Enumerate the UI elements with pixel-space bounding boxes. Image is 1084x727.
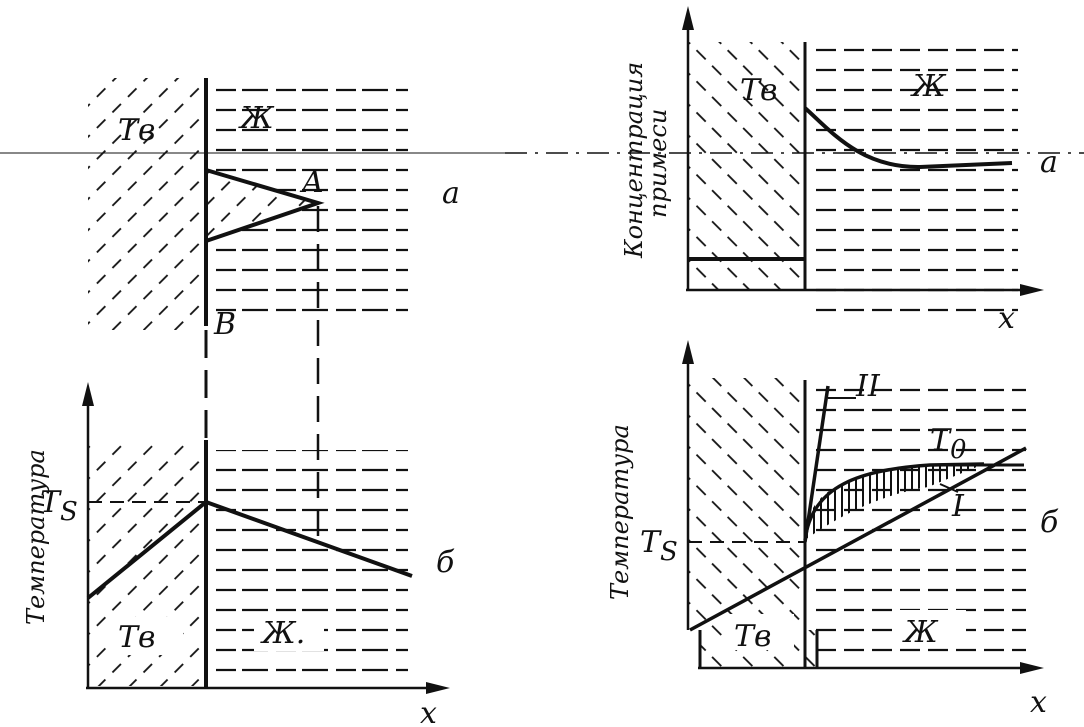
x-axis-label: x <box>1030 685 1047 720</box>
interface-profile <box>205 168 325 243</box>
temperature-profile <box>86 499 413 600</box>
solid-region <box>88 78 204 330</box>
panel-letter: а <box>1040 145 1058 180</box>
x-axis-label: x <box>420 696 437 727</box>
label-mask <box>254 613 324 651</box>
concentration-curve <box>803 106 1013 170</box>
y-axis-title: Температура <box>22 449 50 625</box>
y-axis-arrow <box>682 6 694 30</box>
leader-line <box>939 483 959 493</box>
liquid-label: Ж. <box>260 616 305 651</box>
point-b-label: B <box>213 307 236 342</box>
undercooled-zone-hatch <box>206 170 318 241</box>
liquid-label: Ж <box>910 69 947 104</box>
solid-label: Тв <box>118 113 155 148</box>
solid-label: Тв <box>740 73 777 108</box>
label-mask <box>894 610 966 648</box>
liquid-label: Ж <box>238 101 275 136</box>
left-bottom-panel: Температура TS Тв Ж. x б <box>22 382 455 727</box>
solid-label: Тв <box>734 619 771 654</box>
panel-letter: б <box>1040 505 1059 540</box>
y-axis-arrow <box>82 382 94 406</box>
liquid-label: Ж <box>902 615 939 650</box>
solid-region <box>688 378 805 630</box>
ts-label: TS <box>40 485 78 527</box>
curve-one-label: I <box>951 489 965 524</box>
label-mask <box>722 614 794 650</box>
point-a-label: A <box>299 165 324 200</box>
left-top-panel: Тв Ж A B а <box>88 78 460 342</box>
panel-letter: а <box>442 176 460 211</box>
y-axis-title-line2: примеси <box>644 109 672 218</box>
liquid-region <box>808 34 1018 316</box>
solid-region <box>88 440 204 630</box>
x-axis-arrow <box>1020 284 1044 296</box>
t0-label: T0 <box>930 423 967 465</box>
ts-label: TS <box>640 525 678 567</box>
solid-region <box>688 42 805 290</box>
x-axis-arrow <box>1020 662 1044 674</box>
right-top-panel: Концентрация примеси Тв Ж x а <box>620 6 1058 336</box>
y-axis-title: Температура <box>606 424 634 600</box>
x-axis-arrow <box>426 682 450 694</box>
temperature-line-two <box>803 385 830 543</box>
y-axis-arrow <box>682 340 694 364</box>
panel-letter: б <box>436 545 455 580</box>
undercooled-region <box>805 464 984 540</box>
x-axis-label: x <box>998 301 1015 336</box>
curve-two-label: II <box>855 369 881 404</box>
right-bottom-panel: Температура TS II T0 I Тв Ж x б <box>606 340 1059 720</box>
y-axis-title: Концентрация <box>620 62 648 259</box>
solid-label: Тв <box>118 620 155 655</box>
temperature-line-one <box>689 446 1027 632</box>
label-mask <box>108 617 183 655</box>
